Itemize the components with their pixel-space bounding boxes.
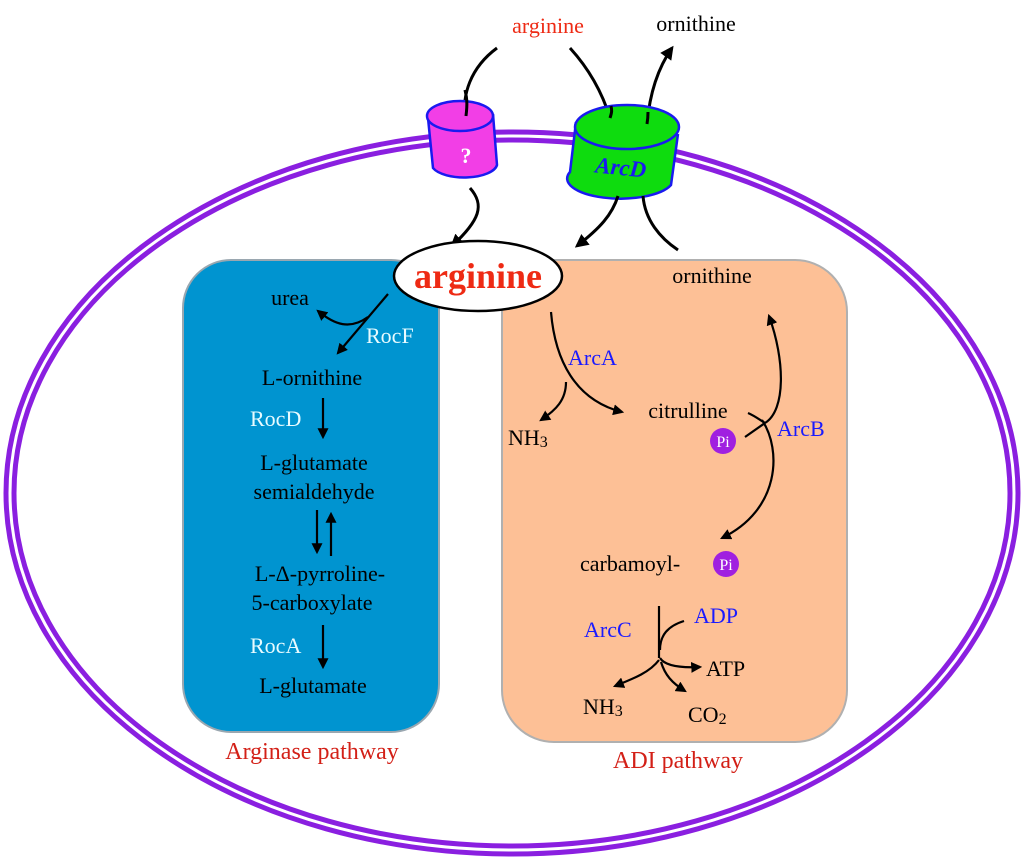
arrow-arcd-to-arginine xyxy=(574,195,620,248)
outside-ornithine-label: ornithine xyxy=(656,11,735,36)
arrow-to-nh3-arca xyxy=(539,381,568,422)
p5c-line2: 5-carboxylate xyxy=(252,590,373,615)
urea-label: urea xyxy=(271,285,309,310)
membrane-gap xyxy=(8,134,1016,852)
arcd-transporter: ArcD xyxy=(565,103,681,200)
unknown-transporter-label: ? xyxy=(461,143,472,168)
adi-pathway-box xyxy=(501,259,848,743)
glutamate-semialdehyde-line1: L-glutamate xyxy=(260,450,368,475)
nh3-arcc-label: NH3 xyxy=(583,694,623,720)
phosphate-badge-2-label: Pi xyxy=(719,557,733,574)
glutamate-semialdehyde-line2: semialdehyde xyxy=(254,479,375,504)
co2-label: CO2 xyxy=(688,702,727,728)
arrow-unknown-to-arginine xyxy=(450,187,480,248)
arcb-label: ArcB xyxy=(777,416,825,441)
arrow-arginine-to-citrulline xyxy=(549,311,625,416)
arginine-node xyxy=(392,239,564,313)
adp-incoming-curve xyxy=(658,619,685,651)
arrow-ornithine-to-arcd xyxy=(641,195,679,252)
arca-label: ArcA xyxy=(568,345,617,370)
adi-ornithine-label: ornithine xyxy=(672,263,751,288)
phosphate-badge-1 xyxy=(710,428,736,454)
arrow-to-urea xyxy=(316,309,369,326)
arrow-stub-arcd-in xyxy=(608,105,614,119)
nh3-arca-label: NH3 xyxy=(508,425,548,451)
cell-membrane xyxy=(3,129,1021,857)
phosphate-badge-2 xyxy=(713,551,739,577)
arrow-to-co2 xyxy=(659,661,687,693)
arrow-stub-arcd-out xyxy=(645,111,650,125)
roca-label: RocA xyxy=(250,633,301,658)
arginase-pathway-box xyxy=(182,259,440,733)
arrow-to-atp xyxy=(659,657,703,673)
arrow-citrulline-to-ornithine xyxy=(764,313,782,424)
unknown-transporter: ? xyxy=(425,99,499,179)
arcb-pi-stub xyxy=(744,422,766,438)
l-glutamate-label: L-glutamate xyxy=(259,673,367,698)
arrow-stub-unknown xyxy=(463,89,469,117)
l-ornithine-label: L-ornithine xyxy=(262,365,362,390)
rocf-label: RocF xyxy=(366,323,414,348)
citrulline-label: citrulline xyxy=(648,398,727,423)
arrow-to-nh3-arcc xyxy=(612,659,660,688)
rocd-label: RocD xyxy=(250,406,301,431)
phosphate-badge-1-label: Pi xyxy=(716,434,730,451)
arcd-label: ArcD xyxy=(592,152,648,182)
adi-pathway-caption: ADI pathway xyxy=(613,748,743,774)
p5c-line1: L-Δ-pyrroline- xyxy=(255,561,385,586)
arginine-node-label: arginine xyxy=(414,256,542,296)
arginase-pathway-caption: Arginase pathway xyxy=(225,739,399,765)
arrow-arginine-to-ornithine xyxy=(336,293,389,355)
adp-label: ADP xyxy=(694,603,738,628)
outside-arginine-label: arginine xyxy=(512,13,584,38)
arcc-label: ArcC xyxy=(584,617,632,642)
atp-label: ATP xyxy=(706,656,745,681)
carbamoyl-label: carbamoyl- xyxy=(580,551,680,576)
arrow-to-carbamoyl-phosphate xyxy=(720,419,775,540)
